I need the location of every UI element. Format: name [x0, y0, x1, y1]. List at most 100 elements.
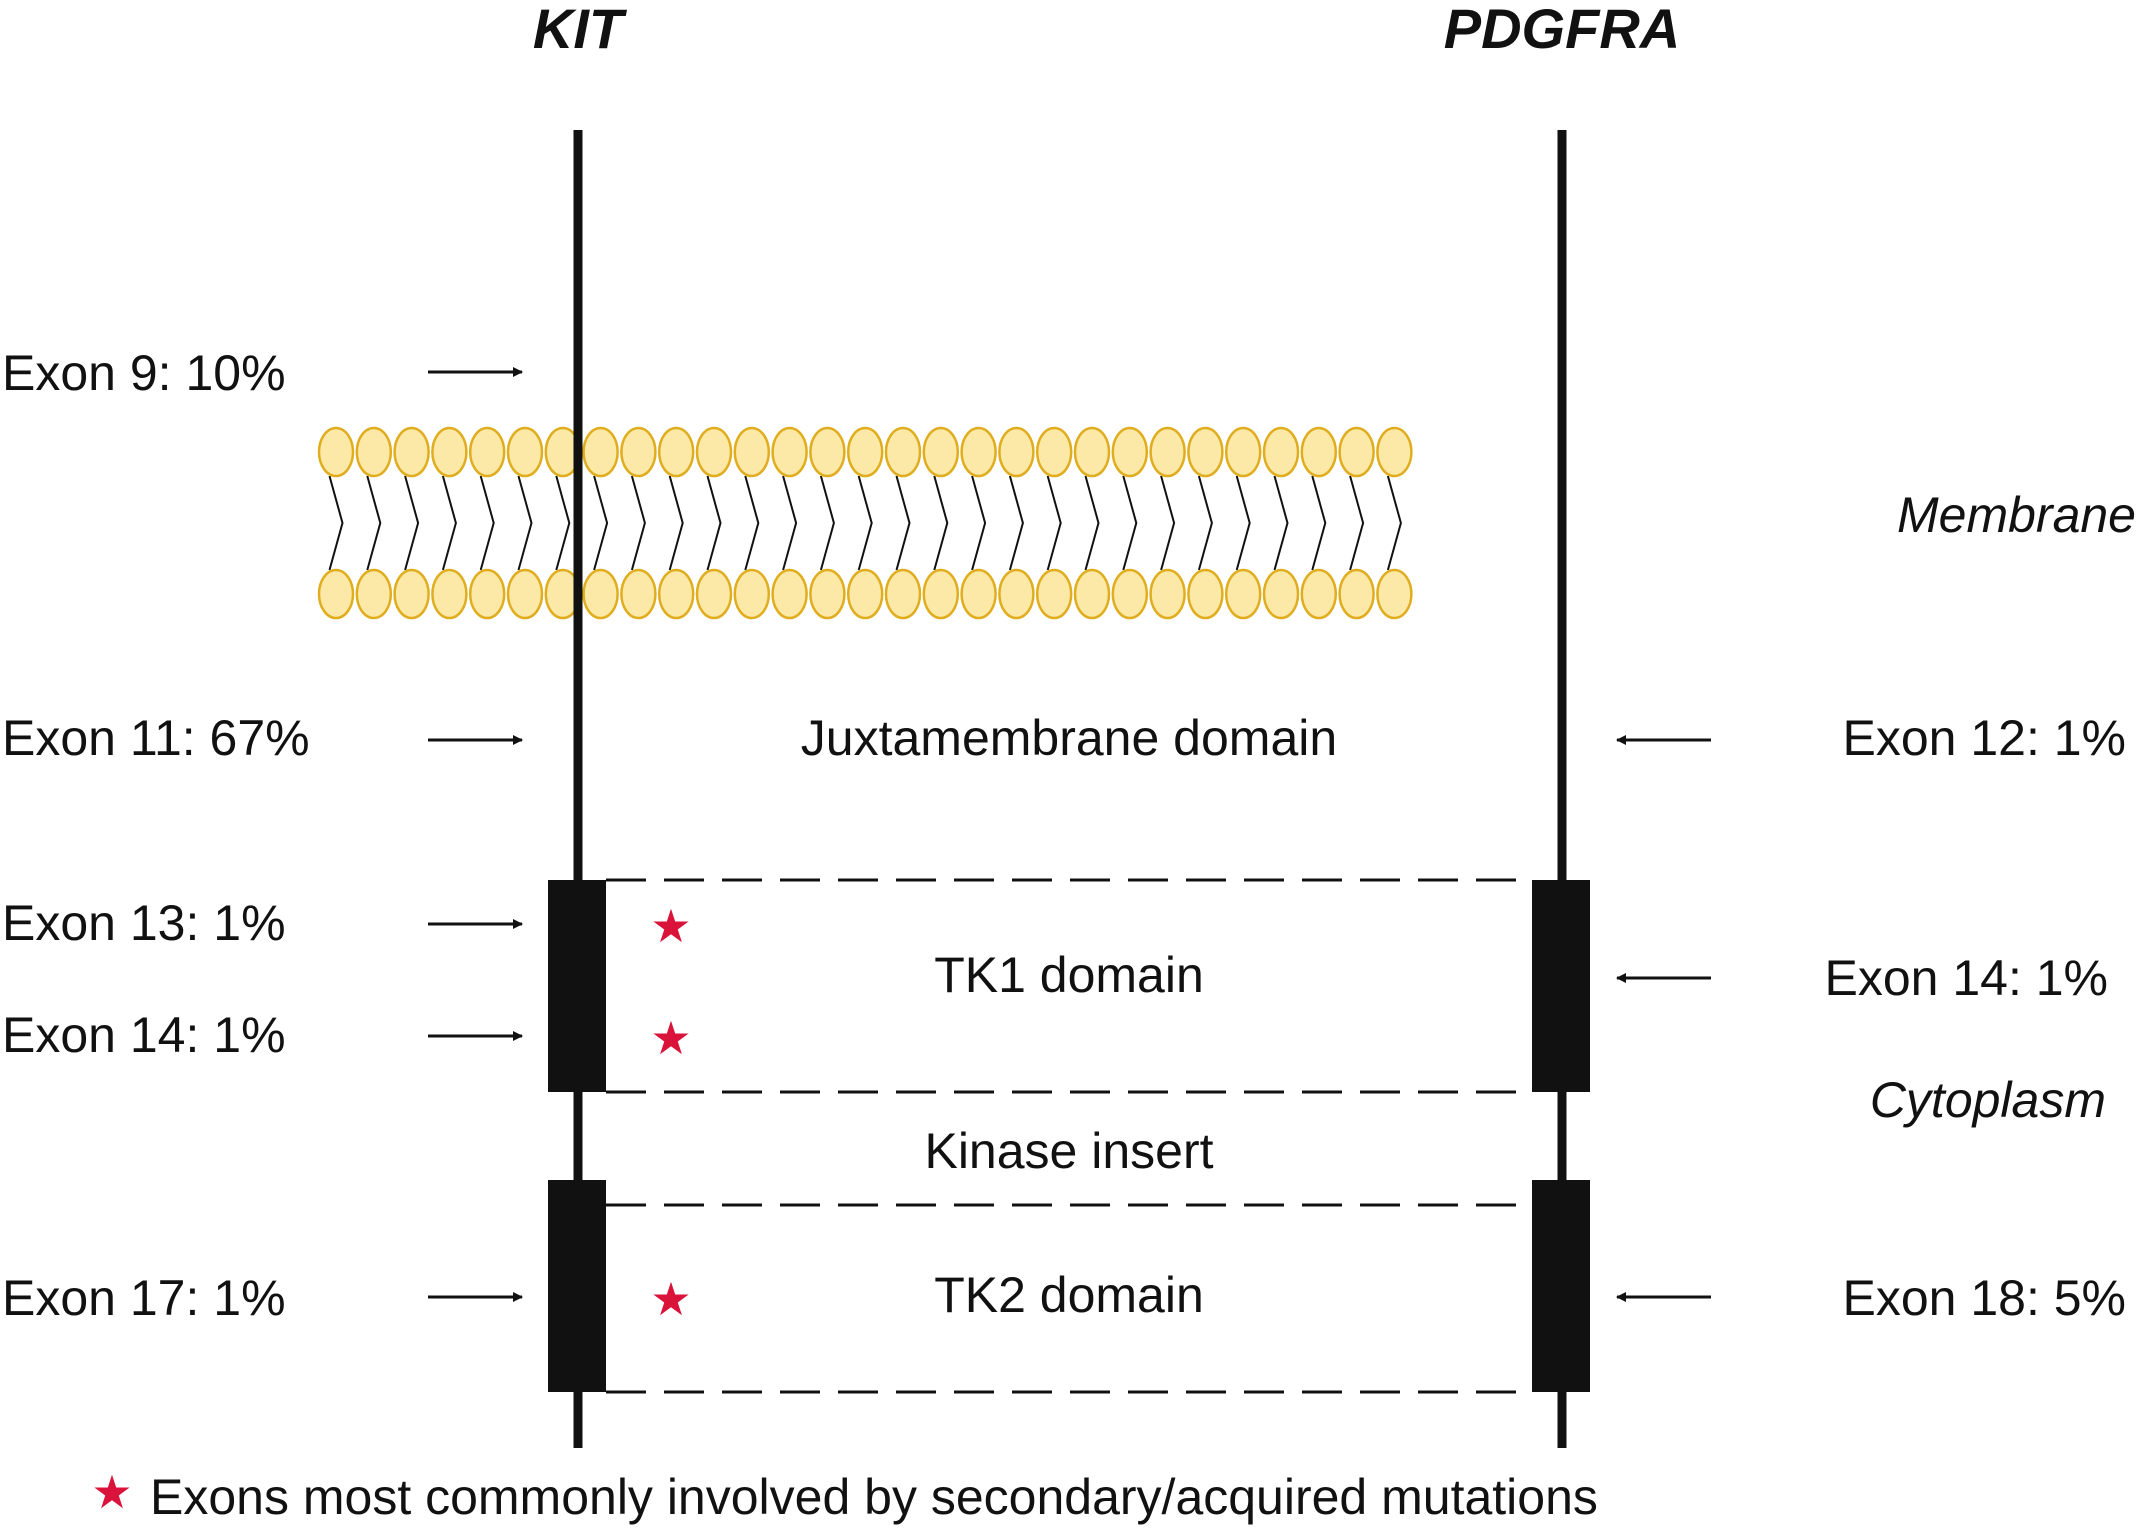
lipid-head-inner [809, 568, 846, 620]
lipid-head-outer [960, 426, 997, 478]
membrane-region-label: Membrane [1897, 487, 2136, 543]
lipid-tail [1235, 475, 1251, 571]
lipid-head-inner [1187, 568, 1224, 620]
lipid-head-inner [998, 568, 1035, 620]
lipid-head-inner [506, 568, 544, 620]
lipid-head-inner [884, 568, 922, 620]
lipid-tail [517, 475, 533, 571]
lipid-head-outer [431, 426, 468, 478]
kit-exon-17-star-icon: ★ [650, 1272, 691, 1326]
pdgfra-exon-12-label: Exon 12: 1% [1842, 710, 2126, 766]
lipid-head-outer [1262, 426, 1300, 478]
cytoplasm-region-label: Cytoplasm [1870, 1072, 2106, 1128]
lipid-tail [1122, 475, 1138, 571]
kit-exon-11-label: Exon 11: 67% [2, 710, 310, 766]
legend-star-icon: ★ [91, 1465, 132, 1519]
lipid-head-inner [582, 568, 619, 620]
lipid-head-inner [771, 568, 808, 620]
lipid-head-inner [355, 568, 393, 620]
lipid-head-inner [393, 568, 430, 620]
lipid-tail [1046, 475, 1062, 571]
lipid-tail [1160, 475, 1176, 571]
lipid-tail [479, 475, 495, 571]
lipid-tail [404, 475, 420, 571]
legend-text: Exons most commonly involved by secondar… [150, 1469, 1598, 1525]
lipid-head-outer [468, 426, 506, 478]
pdgfra-tk2-block [1532, 1180, 1590, 1392]
kinase-insert-label: Kinase insert [924, 1123, 1213, 1179]
lipid-tail [1273, 475, 1289, 571]
lipid-head-inner [846, 568, 884, 620]
lipid-tail [1008, 475, 1024, 571]
lipid-head-outer [1111, 426, 1149, 478]
lipid-tail [744, 475, 760, 571]
lipid-tail [971, 475, 987, 571]
lipid-head-inner [1376, 568, 1413, 620]
lipid-head-outer [922, 426, 960, 478]
lipid-tail [555, 475, 571, 571]
lipid-tail [328, 475, 344, 571]
lipid-head-outer [1376, 426, 1413, 478]
kit-exon-17-label: Exon 17: 1% [2, 1270, 286, 1326]
lipid-head-inner [922, 568, 960, 620]
lipid-head-outer [317, 426, 355, 478]
lipid-bilayer-membrane [317, 426, 1413, 620]
legend: ★ Exons most commonly involved by second… [91, 1465, 1598, 1525]
lipid-tail [895, 475, 911, 571]
lipid-tail [1349, 475, 1365, 571]
kit-gene-title: KIT [533, 0, 628, 60]
lipid-tail [1311, 475, 1327, 571]
lipid-tail [1197, 475, 1213, 571]
pdgfra-exon-18-label: Exon 18: 5% [1842, 1270, 2126, 1326]
lipid-head-outer [582, 426, 619, 478]
lipid-head-inner [1073, 568, 1111, 620]
lipid-tail [630, 475, 646, 571]
lipid-head-inner [1149, 568, 1186, 620]
lipid-head-inner [1338, 568, 1375, 620]
lipid-tail [668, 475, 684, 571]
lipid-tail [1386, 475, 1402, 571]
lipid-head-outer [1338, 426, 1375, 478]
lipid-head-inner [695, 568, 733, 620]
lipid-head-outer [809, 426, 846, 478]
lipid-head-inner [1262, 568, 1300, 620]
lipid-head-outer [1224, 426, 1262, 478]
lipid-tail [819, 475, 835, 571]
lipid-head-inner [960, 568, 997, 620]
kit-exon-14-label: Exon 14: 1% [2, 1007, 286, 1063]
lipid-head-outer [771, 426, 808, 478]
lipid-head-outer [695, 426, 733, 478]
kit-tk1-block [548, 880, 606, 1092]
lipid-head-outer [657, 426, 695, 478]
kit-exon-13-label: Exon 13: 1% [2, 895, 286, 951]
lipid-head-outer [1300, 426, 1338, 478]
lipid-head-inner [431, 568, 468, 620]
lipid-head-outer [846, 426, 884, 478]
lipid-head-outer [1187, 426, 1224, 478]
lipid-tail [1084, 475, 1100, 571]
kit-exon-13-star-icon: ★ [650, 899, 691, 953]
lipid-head-outer [998, 426, 1035, 478]
lipid-tail [706, 475, 722, 571]
pdgfra-tk1-block [1532, 880, 1590, 1092]
lipid-head-inner [1035, 568, 1073, 620]
lipid-head-inner [1224, 568, 1262, 620]
lipid-tail [366, 475, 382, 571]
lipid-head-outer [1073, 426, 1111, 478]
lipid-head-outer [1149, 426, 1186, 478]
lipid-head-inner [620, 568, 657, 620]
kit-exon-14-star-icon: ★ [650, 1011, 691, 1065]
lipid-tail [593, 475, 609, 571]
pdgfra-gene-title: PDGFRA [1444, 0, 1680, 60]
lipid-head-inner [1111, 568, 1149, 620]
lipid-head-outer [355, 426, 393, 478]
lipid-head-inner [317, 568, 355, 620]
lipid-head-inner [1300, 568, 1338, 620]
kit-exon-9-label: Exon 9: 10% [2, 345, 286, 401]
lipid-head-outer [1035, 426, 1073, 478]
lipid-head-inner [657, 568, 695, 620]
juxtamembrane-domain-label: Juxtamembrane domain [801, 710, 1337, 766]
lipid-tail [857, 475, 873, 571]
lipid-tail [933, 475, 949, 571]
